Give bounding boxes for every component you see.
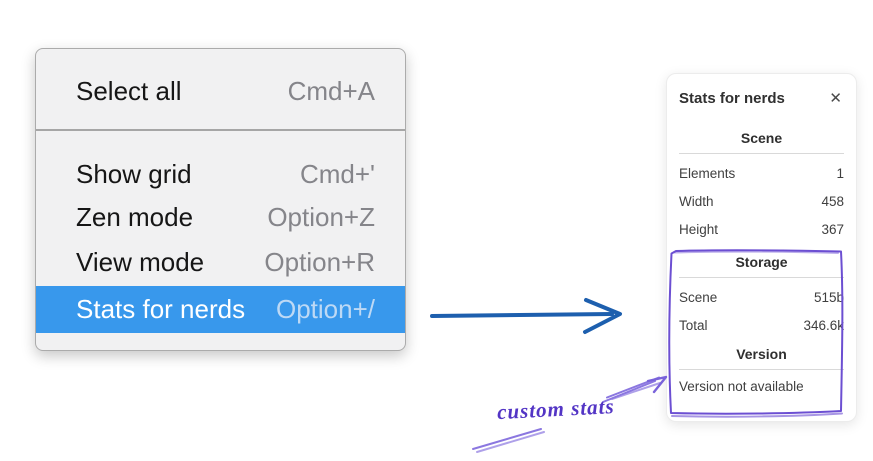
version-note: Version not available [679, 379, 804, 394]
stat-label: Height [679, 222, 719, 237]
menu-item-label: Zen mode [76, 202, 194, 232]
storage-rows: Scene 515b Total 346.6k [679, 284, 844, 340]
stats-panel-header: Stats for nerds ✕ [679, 86, 844, 110]
menu-item-view-mode[interactable]: View mode Option+R [36, 239, 405, 286]
section-rule [679, 153, 844, 154]
stat-row-elements: Elements 1 [679, 160, 844, 188]
stat-row-height: Height 367 [679, 216, 844, 244]
stat-row-total-storage: Total 346.6k [679, 312, 844, 340]
section-heading-scene: Scene [740, 130, 783, 146]
stat-value: 367 [821, 222, 844, 237]
menu-item-label: Show grid [76, 158, 192, 189]
scene-rows: Elements 1 Width 458 Height 367 [679, 160, 844, 244]
menu-item-shortcut: Option+R [264, 247, 375, 277]
menu-item-zen-mode[interactable]: Zen mode Option+Z [36, 196, 405, 239]
stat-value: 1 [836, 166, 844, 181]
stat-label: Width [679, 194, 714, 209]
menu-item-shortcut: Option+Z [267, 202, 375, 232]
stat-value: 458 [821, 194, 844, 209]
menu-item-shortcut: Cmd+A [287, 75, 375, 106]
menu-item-shortcut: Option+/ [275, 294, 375, 324]
stat-value: 346.6k [803, 318, 844, 333]
section-heading-version: Version [736, 346, 787, 362]
stat-value: 515b [813, 290, 844, 305]
stats-panel: Stats for nerds ✕ Scene Elements 1 Width… [666, 73, 857, 422]
stats-panel-title: Stats for nerds [679, 89, 785, 107]
menu-to-panel-arrow [430, 298, 622, 334]
menu-item-shortcut: Cmd+' [299, 158, 375, 189]
stat-label: Total [679, 318, 708, 333]
section-heading-storage: Storage [735, 254, 788, 270]
custom-stats-underline [472, 428, 545, 453]
stat-label: Scene [679, 290, 718, 305]
custom-stats-label: custom stats [496, 394, 616, 425]
menu-item-label: Stats for nerds [76, 294, 246, 324]
context-menu: Select all Cmd+A Show grid Cmd+' Zen mod… [35, 48, 406, 351]
section-rule [679, 277, 844, 278]
section-rule [679, 369, 844, 370]
stat-label: Elements [679, 166, 736, 181]
menu-item-stats-for-nerds[interactable]: Stats for nerds Option+/ [36, 286, 405, 333]
stat-row-width: Width 458 [679, 188, 844, 216]
close-icon[interactable]: ✕ [829, 89, 842, 107]
menu-item-show-grid[interactable]: Show grid Cmd+' [36, 152, 405, 196]
menu-item-label: View mode [76, 247, 205, 277]
stat-row-scene-storage: Scene 515b [679, 284, 844, 312]
menu-item-select-all[interactable]: Select all Cmd+A [36, 69, 405, 113]
menu-item-label: Select all [76, 75, 182, 106]
menu-divider [36, 129, 405, 131]
